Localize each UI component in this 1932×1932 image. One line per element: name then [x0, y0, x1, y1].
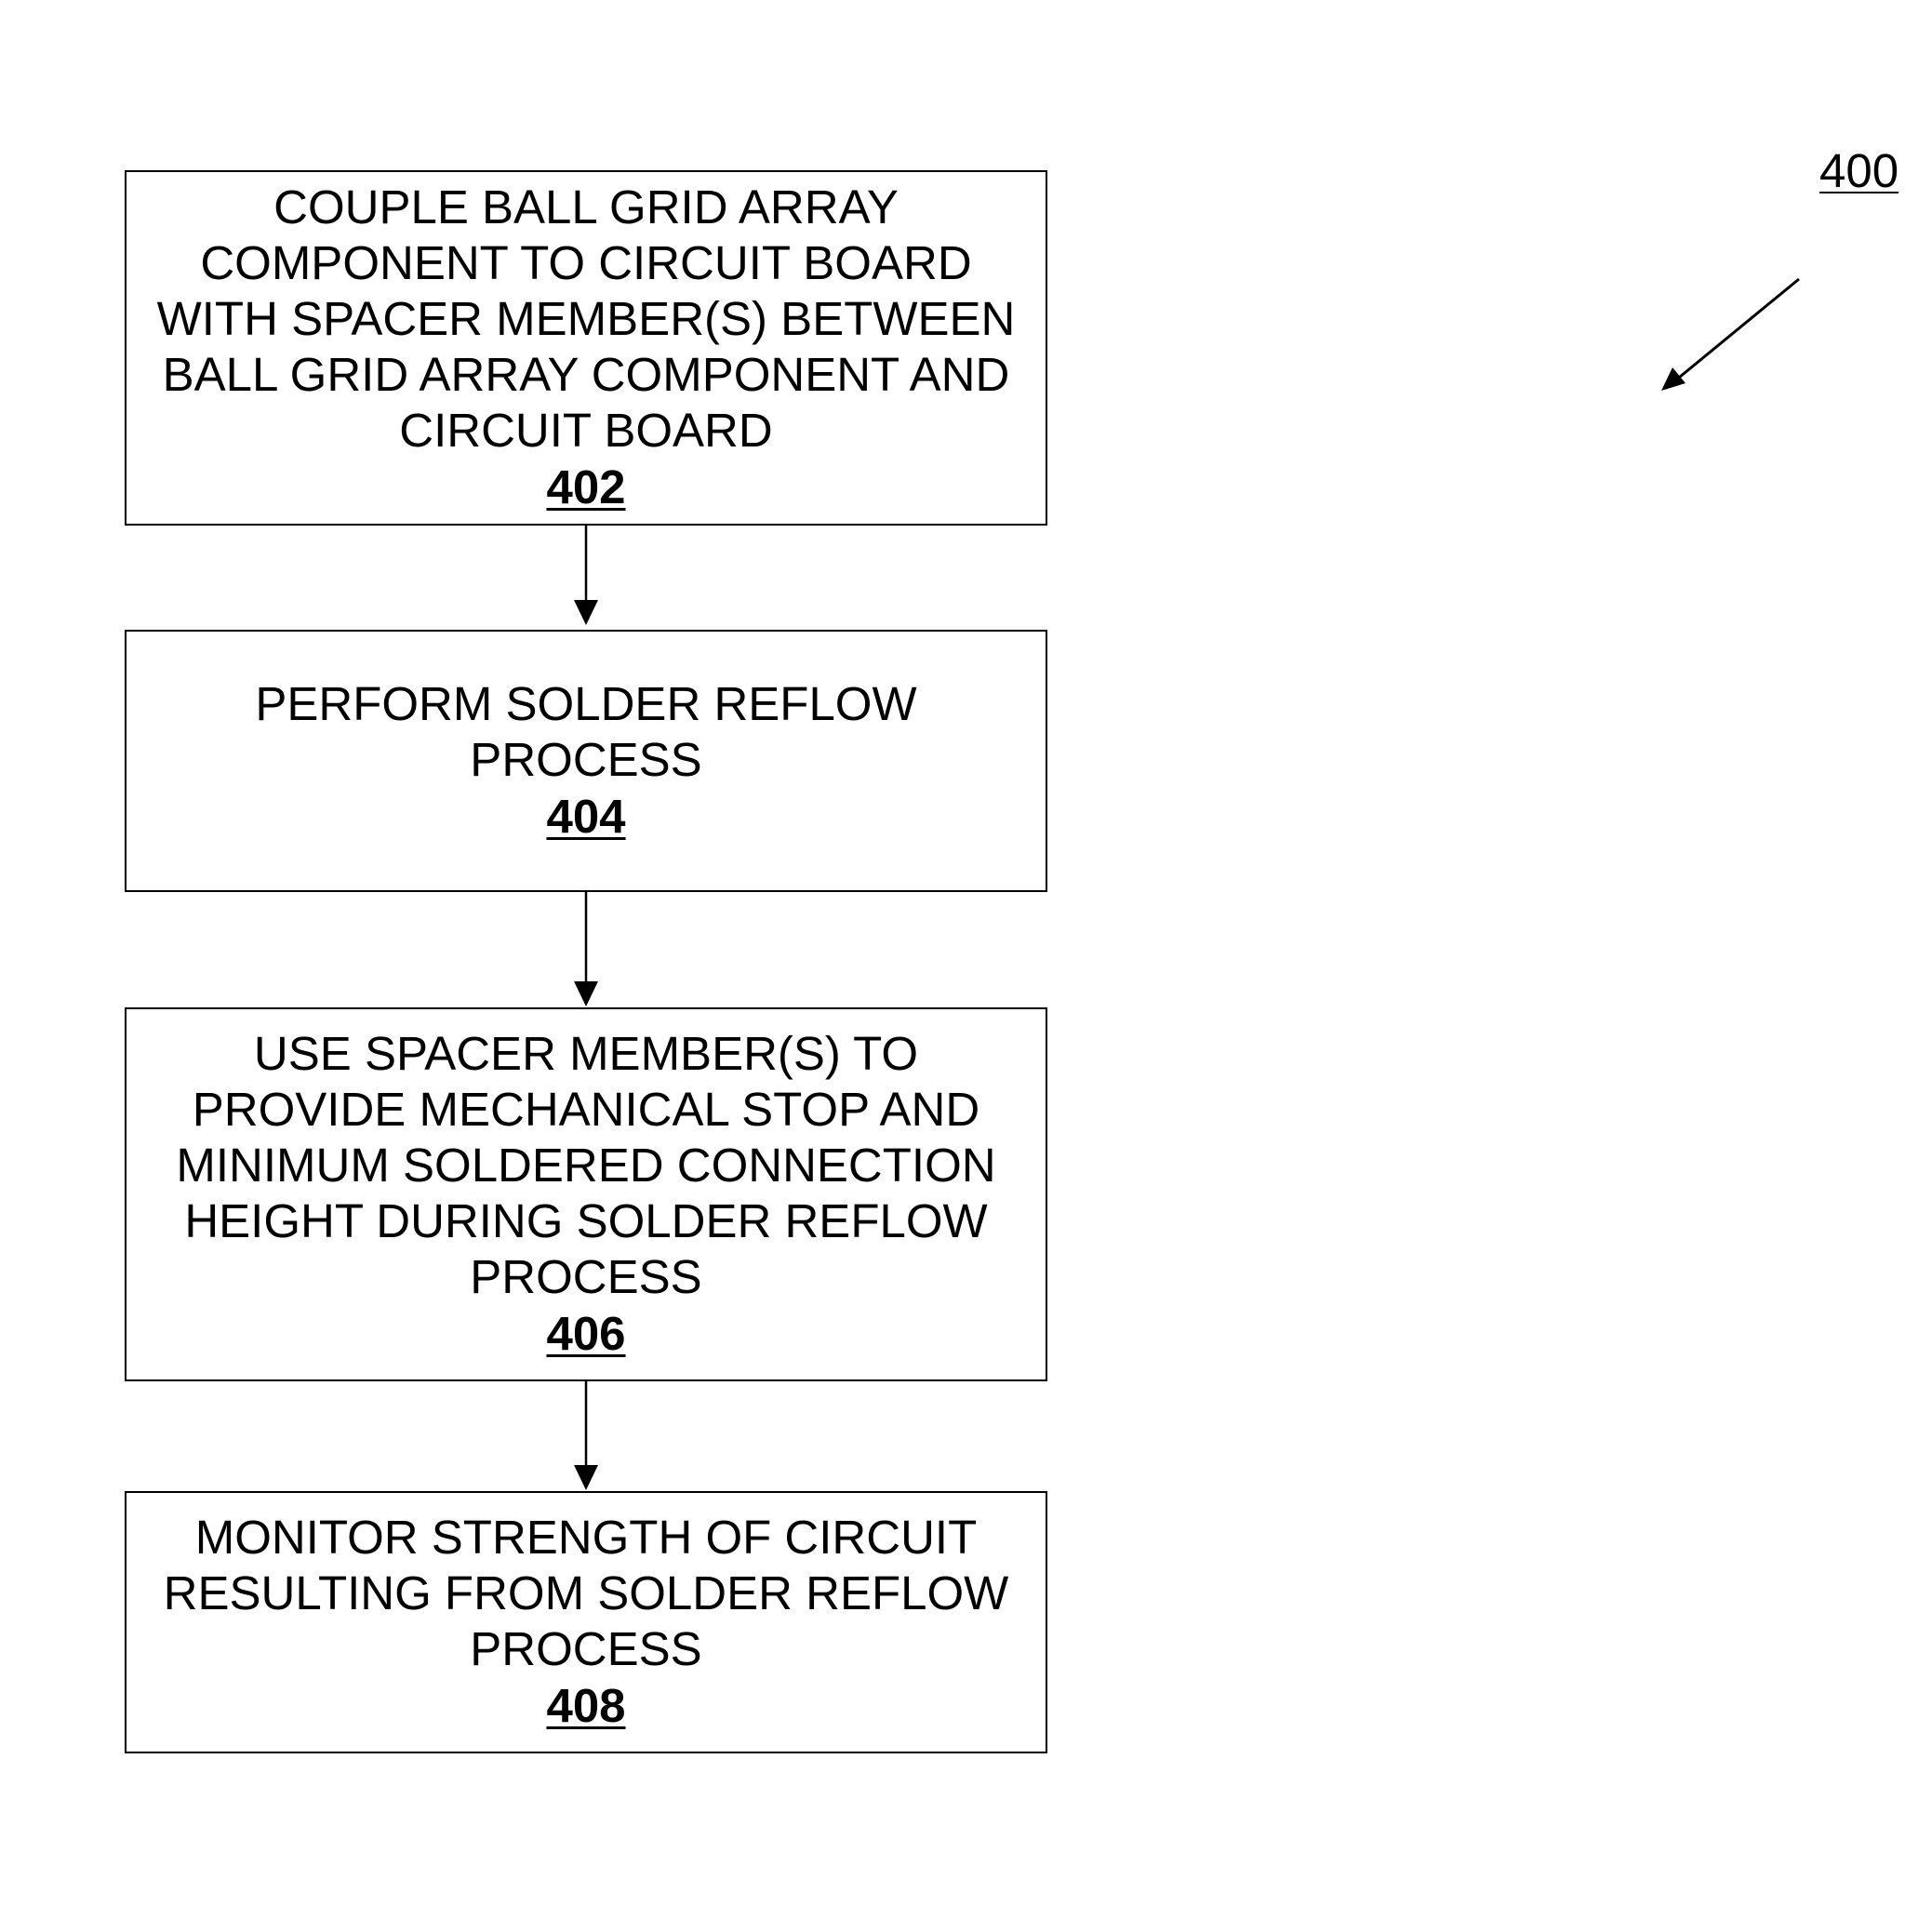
step-text-line: CIRCUIT BOARD	[157, 403, 1016, 459]
step-text-line: PROCESS	[255, 732, 916, 788]
arrow-406-to-408	[574, 1381, 598, 1490]
step-text-line: COUPLE BALL GRID ARRAY	[157, 180, 1016, 235]
step-text-line: MONITOR STRENGTH OF CIRCUIT	[164, 1510, 1009, 1566]
step-text-line: PROVIDE MECHANICAL STOP AND	[176, 1082, 995, 1138]
step-reference-number: 402	[546, 459, 625, 516]
step-text-line: MINIMUM SOLDERED CONNECTION	[176, 1138, 995, 1193]
step-reference-number: 406	[546, 1305, 625, 1363]
step-text-line: COMPONENT TO CIRCUIT BOARD	[157, 235, 1016, 291]
step-description: PERFORM SOLDER REFLOW PROCESS	[255, 676, 916, 788]
arrow-404-to-406	[574, 892, 598, 1006]
step-reference-number: 408	[546, 1677, 625, 1735]
step-text-line: PERFORM SOLDER REFLOW	[255, 676, 916, 732]
flowchart-step-404: PERFORM SOLDER REFLOW PROCESS 404	[125, 630, 1047, 892]
step-text-line: PROCESS	[176, 1249, 995, 1305]
figure-reference-number: 400	[1819, 143, 1899, 199]
step-description: USE SPACER MEMBER(S) TO PROVIDE MECHANIC…	[176, 1026, 995, 1305]
step-reference-number: 404	[546, 788, 625, 846]
arrow-402-to-404	[574, 526, 598, 625]
step-text-line: PROCESS	[164, 1621, 1009, 1677]
figure-reference-arrow	[1661, 279, 1799, 391]
flowchart-step-406: USE SPACER MEMBER(S) TO PROVIDE MECHANIC…	[125, 1007, 1047, 1381]
step-text-line: WITH SPACER MEMBER(S) BETWEEN	[157, 291, 1016, 347]
flowchart-step-402: COUPLE BALL GRID ARRAY COMPONENT TO CIRC…	[125, 170, 1047, 526]
step-description: MONITOR STRENGTH OF CIRCUIT RESULTING FR…	[164, 1510, 1009, 1677]
step-text-line: BALL GRID ARRAY COMPONENT AND	[157, 347, 1016, 403]
step-text-line: RESULTING FROM SOLDER REFLOW	[164, 1566, 1009, 1621]
flowchart-step-408: MONITOR STRENGTH OF CIRCUIT RESULTING FR…	[125, 1491, 1047, 1753]
step-text-line: USE SPACER MEMBER(S) TO	[176, 1026, 995, 1082]
step-description: COUPLE BALL GRID ARRAY COMPONENT TO CIRC…	[157, 180, 1016, 459]
step-text-line: HEIGHT DURING SOLDER REFLOW	[176, 1193, 995, 1249]
